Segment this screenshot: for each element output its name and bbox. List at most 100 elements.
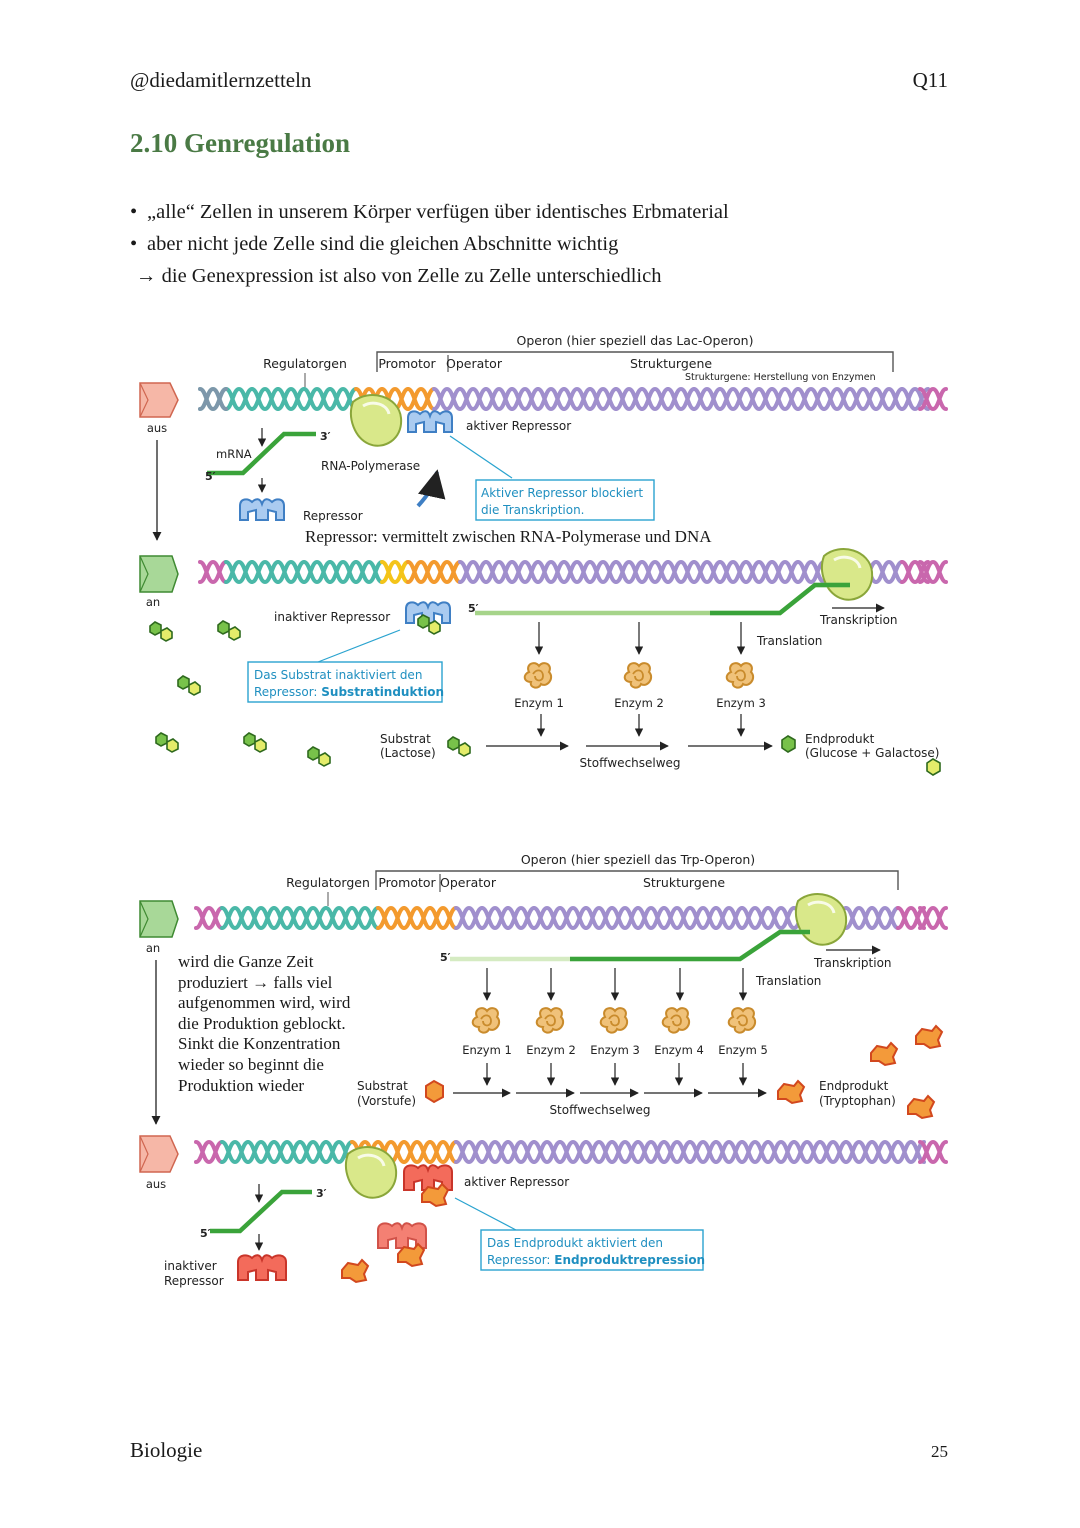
trp-strukturgene-label: Strukturgene (643, 875, 725, 890)
lac-polymerase-transcribing-icon (820, 547, 874, 602)
trp-rna-polymerase-icon (344, 1145, 398, 1200)
note-line: aufgenommen wird, wird (178, 993, 351, 1013)
lac-mrna-strand (207, 431, 316, 476)
conclusion-line: → die Genexpression ist also von Zelle z… (136, 265, 662, 287)
section-title: 2.10 Genregulation (130, 128, 351, 158)
lac-switch-off-icon (139, 382, 179, 418)
lac-mrna-five-prime: 5′ (468, 602, 479, 615)
note-line: wieder so beginnt die (178, 1054, 324, 1074)
trp-three-prime: 3′ (316, 1187, 327, 1200)
tryptophan-icon (870, 1042, 898, 1066)
lac-promotor-label: Promotor (378, 356, 436, 371)
lac-dna-helix-off (198, 387, 948, 411)
lac-operon-figure: Operon (hier speziell das Lac-Operon) Re… (139, 333, 948, 776)
trp-precursor-icon (425, 1079, 444, 1104)
tryptophan-icon (907, 1095, 935, 1119)
trp-handwritten-note: wird die Ganze Zeit produziert → falls v… (178, 952, 350, 1096)
trp-enzyme-label: Enzym 3 (590, 1043, 640, 1057)
lactose-molecule (155, 732, 179, 753)
lac-endprodukt-sub: (Glucose + Galactose) (805, 746, 939, 760)
lac-five-prime: 5′ (205, 470, 216, 483)
lac-mrna-transcript (710, 582, 850, 616)
lac-state-off-label: aus (147, 421, 167, 435)
trp-operon-figure: Operon (hier speziell das Trp-Operon) Re… (139, 852, 948, 1288)
lac-induction-callout-line2: Repressor: Substratinduktion (254, 685, 444, 699)
enzyme-icon (623, 662, 653, 689)
lac-substrate-icon (447, 736, 471, 757)
lac-operon-bracket (376, 351, 894, 372)
lac-three-prime: 3′ (320, 430, 331, 443)
lac-binding-arrow (416, 469, 446, 508)
trp-operon-bracket (375, 870, 899, 890)
bullet-item: „alle“ Zellen in unserem Körper verfügen… (130, 196, 729, 228)
lac-transkription-label: Transkription (819, 613, 898, 627)
trp-mrna-transcript (570, 929, 810, 962)
lactose-molecule (307, 746, 331, 767)
lac-mrna-label: mRNA (216, 447, 252, 461)
enzyme-icon (661, 1007, 691, 1034)
trp-state-on-label: an (146, 941, 160, 955)
trp-dna-helix-off (194, 1140, 948, 1164)
enzyme-icon (523, 662, 553, 689)
lac-strukturgene-note: Strukturgene: Herstellung von Enzymen (685, 372, 876, 383)
lac-switch-on-icon (139, 555, 179, 593)
tryptophan-icon (341, 1259, 369, 1283)
trp-mrna-strand (210, 1189, 312, 1234)
trp-repression-callout-line2: Repressor: Endproduktrepression (487, 1253, 705, 1267)
note-line: produziert → falls viel (178, 972, 333, 992)
lac-substrat-label: Substrat (380, 732, 431, 746)
note-line: die Produktion geblockt. (178, 1013, 346, 1033)
lac-endprodukt-label: Endprodukt (805, 732, 875, 746)
trp-state-off-label: aus (146, 1177, 166, 1191)
lac-stoffwechselweg-label: Stoffwechselweg (579, 756, 680, 770)
bullet-item: aber nicht jede Zelle sind die gleichen … (130, 228, 729, 260)
bullet-text: aber nicht jede Zelle sind die gleichen … (147, 233, 619, 255)
tryptophan-icon (915, 1025, 943, 1049)
intro-bullets: „alle“ Zellen in unserem Körper verfügen… (130, 196, 729, 292)
note-line: wird die Ganze Zeit (178, 952, 314, 971)
trp-inactive-repressor-label: inaktiver (164, 1259, 217, 1273)
tryptophan-icon (777, 1080, 805, 1104)
trp-polymerase-transcribing-icon (794, 892, 848, 947)
lac-enzymes: Enzym 1 Enzym 2 Enzym 3 (514, 622, 766, 737)
trp-substrat-label: Substrat (357, 1079, 408, 1093)
enzyme-icon (727, 1007, 757, 1034)
trp-stoffwechselweg-label: Stoffwechselweg (549, 1103, 650, 1117)
lac-repressor-icon (239, 498, 285, 521)
lac-state-on-label: an (146, 595, 160, 609)
lac-blocks-callout (475, 479, 655, 521)
trp-operon-title: Operon (hier speziell das Trp-Operon) (521, 852, 755, 867)
trp-repression-callout-line1: Das Endprodukt aktiviert den (487, 1236, 663, 1250)
trp-switch-on-icon (139, 900, 179, 938)
header-course: Q11 (912, 68, 948, 92)
note-line: Produktion wieder (178, 1075, 305, 1095)
enzyme-icon (599, 1007, 629, 1034)
lac-handwritten-note: Repressor: vermittelt zwischen RNA-Polym… (305, 527, 712, 546)
trp-enzyme-label: Enzym 4 (654, 1043, 704, 1057)
header-account: @diedamitlernzetteln (130, 68, 312, 92)
lac-induction-callout-line1: Das Substrat inaktiviert den (254, 668, 422, 682)
enzyme-icon (471, 1007, 501, 1034)
lac-induction-callout (247, 661, 443, 703)
lac-repressor-label: Repressor (303, 509, 363, 523)
lac-strukturgene-label: Strukturgene (630, 356, 712, 371)
enzyme-icon (535, 1007, 565, 1034)
trp-inactive-repressor-icon (237, 1254, 287, 1281)
trp-repression-callout (480, 1229, 704, 1271)
lac-active-repressor-icon (407, 410, 453, 433)
lac-rna-polymerase-icon (349, 393, 403, 448)
lactose-molecule (177, 675, 201, 696)
lac-active-repressor-label: aktiver Repressor (466, 419, 571, 433)
lactose-molecule (243, 732, 267, 753)
trp-promotor-label: Promotor (378, 875, 436, 890)
trp-enzyme-label: Enzym 5 (718, 1043, 768, 1057)
note-line: Sinkt die Konzentration (178, 1034, 341, 1054)
trp-active-repressor-label: aktiver Repressor (464, 1175, 569, 1189)
lac-bound-lactose-icon (417, 614, 441, 635)
footer-page-number: 25 (931, 1442, 948, 1461)
glucose-icon (781, 735, 796, 753)
lac-enzyme-label: Enzym 3 (716, 696, 766, 710)
trp-regulatorgen-label: Regulatorgen (286, 875, 370, 890)
trp-inactive-repressor-label: Repressor (164, 1274, 224, 1288)
